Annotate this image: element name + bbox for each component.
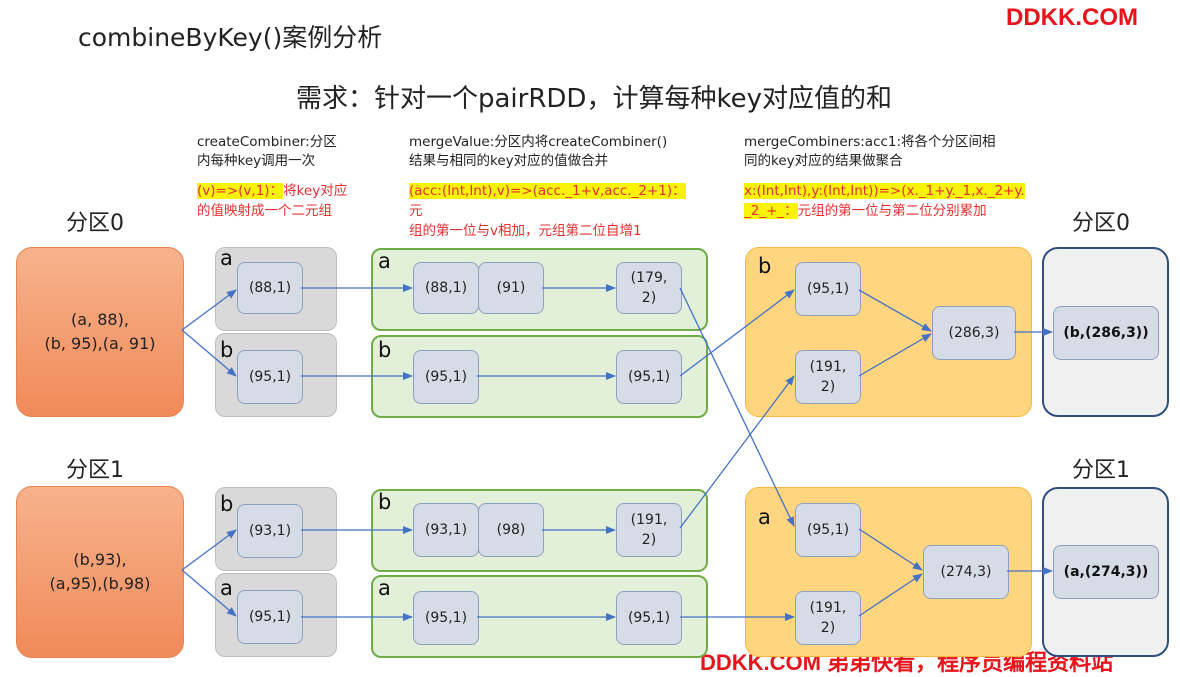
create-combiner-desc: createCombiner:分区 内每种key调用一次 bbox=[197, 133, 337, 171]
merge-combiners-code: x:(Int,Int),y:(Int,Int))=>(x._1+y._1,x._… bbox=[744, 181, 1034, 221]
merge-value-output-node: (191, 2) bbox=[616, 503, 682, 557]
merge-combiners-code-highlight1: x:(Int,Int),y:(Int,Int))=>(x._1+y._1,x._… bbox=[744, 183, 1025, 199]
watermark-top: DDKK.COM bbox=[1006, 4, 1138, 31]
input-partition0-data-line2: (b, 95),(a, 91) bbox=[44, 334, 156, 353]
merge-value-node: (91) bbox=[478, 262, 544, 314]
input-partition0-data-line1: (a, 88), bbox=[71, 310, 129, 329]
merge-value-node: (88,1) bbox=[413, 262, 479, 314]
input-partition0-box: (a, 88), (b, 95),(a, 91) bbox=[16, 247, 184, 417]
merge-value-output-node: (95,1) bbox=[616, 591, 682, 645]
node-line: 2) bbox=[641, 290, 657, 306]
key-label: b bbox=[378, 490, 392, 514]
create-combiner-desc-line2: 内每种key调用一次 bbox=[197, 153, 316, 169]
merge-value-node: (98) bbox=[478, 503, 544, 557]
merge-value-output-node: (179, 2) bbox=[616, 262, 682, 314]
merge-value-desc-line2: 结果与相同的key对应的值做合并 bbox=[409, 153, 609, 169]
create-combiner-desc-line1: createCombiner:分区 bbox=[197, 134, 337, 150]
input-partition1-data-line1: (b,93), bbox=[73, 550, 127, 569]
create-node: (93,1) bbox=[237, 504, 303, 558]
key-label: a bbox=[378, 249, 391, 273]
merge-value-output-node: (95,1) bbox=[616, 350, 682, 404]
key-label: a bbox=[220, 246, 233, 270]
key-label: b bbox=[220, 492, 234, 516]
node-line: (191, bbox=[809, 600, 847, 616]
output-partition0-label: 分区0 bbox=[1072, 211, 1130, 236]
merge-value-code-rest: 元 bbox=[409, 203, 423, 219]
merge-combiners-desc-line1: mergeCombiners:acc1:将各个分区间相 bbox=[744, 134, 996, 150]
output-partition1-label: 分区1 bbox=[1072, 458, 1130, 483]
merge-combiners-input-node: (95,1) bbox=[795, 262, 861, 316]
create-combiner-code-highlight: (v)=>(v,1)： bbox=[197, 183, 284, 199]
merge-combiners-input-node: (191, 2) bbox=[795, 350, 861, 404]
merge-combiners-desc-line2: 同的key对应的结果做聚合 bbox=[744, 153, 903, 169]
page-title: combineByKey()案例分析 bbox=[78, 23, 383, 52]
merge-value-code: (acc:(Int,Int),v)=>(acc._1+v,acc._2+1)： 元… bbox=[409, 181, 699, 241]
output-result-node: (a,(274,3)) bbox=[1053, 545, 1159, 599]
merge-value-desc-line1: mergeValue:分区内将createCombiner() bbox=[409, 134, 668, 150]
requirement-subtitle: 需求：针对一个pairRDD，计算每种key对应值的和 bbox=[296, 84, 892, 114]
merge-combiners-input-node: (95,1) bbox=[795, 503, 861, 557]
input-partition1-label: 分区1 bbox=[66, 458, 124, 483]
merge-combiners-sum-node: (274,3) bbox=[923, 545, 1009, 599]
merge-combiners-code-highlight2: _2_+_： bbox=[744, 203, 798, 219]
key-label: b bbox=[220, 338, 234, 362]
create-node: (95,1) bbox=[237, 590, 303, 644]
key-label: b bbox=[758, 254, 772, 278]
merge-value-code-line2: 组的第一位与v相加，元组第二位自增1 bbox=[409, 223, 642, 239]
create-combiner-code-line2: 的值映射成一个二元组 bbox=[197, 203, 332, 219]
output-result-node: (b,(286,3)) bbox=[1053, 306, 1159, 360]
node-line: (179, bbox=[630, 270, 668, 286]
input-partition1-box: (b,93), (a,95),(b,98) bbox=[16, 486, 184, 658]
input-partition1-data-line2: (a,95),(b,98) bbox=[49, 574, 151, 593]
create-combiner-code-rest: 将key对应 bbox=[283, 183, 348, 199]
merge-value-desc: mergeValue:分区内将createCombiner() 结果与相同的ke… bbox=[409, 133, 667, 171]
create-node: (88,1) bbox=[237, 262, 303, 314]
node-line: (191, bbox=[630, 512, 668, 528]
create-node: (95,1) bbox=[237, 350, 303, 404]
merge-value-node: (95,1) bbox=[413, 591, 479, 645]
input-partition0-label: 分区0 bbox=[66, 211, 124, 236]
node-line: 2) bbox=[820, 620, 836, 636]
key-label: a bbox=[758, 505, 771, 529]
node-line: (191, bbox=[809, 359, 847, 375]
merge-combiners-desc: mergeCombiners:acc1:将各个分区间相 同的key对应的结果做聚… bbox=[744, 133, 996, 171]
key-label: a bbox=[220, 576, 233, 600]
key-label: a bbox=[378, 576, 391, 600]
create-combiner-code: (v)=>(v,1)：将key对应 的值映射成一个二元组 bbox=[197, 181, 372, 221]
key-label: b bbox=[378, 338, 392, 362]
merge-combiners-code-rest: 元组的第一位与第二位分别累加 bbox=[797, 203, 987, 219]
merge-value-code-highlight: (acc:(Int,Int),v)=>(acc._1+v,acc._2+1)： bbox=[409, 183, 686, 199]
merge-value-node: (95,1) bbox=[413, 350, 479, 404]
node-line: 2) bbox=[641, 532, 657, 548]
merge-combiners-input-node: (191, 2) bbox=[795, 591, 861, 645]
merge-value-node: (93,1) bbox=[413, 503, 479, 557]
merge-combiners-sum-node: (286,3) bbox=[932, 306, 1016, 360]
node-line: 2) bbox=[820, 379, 836, 395]
